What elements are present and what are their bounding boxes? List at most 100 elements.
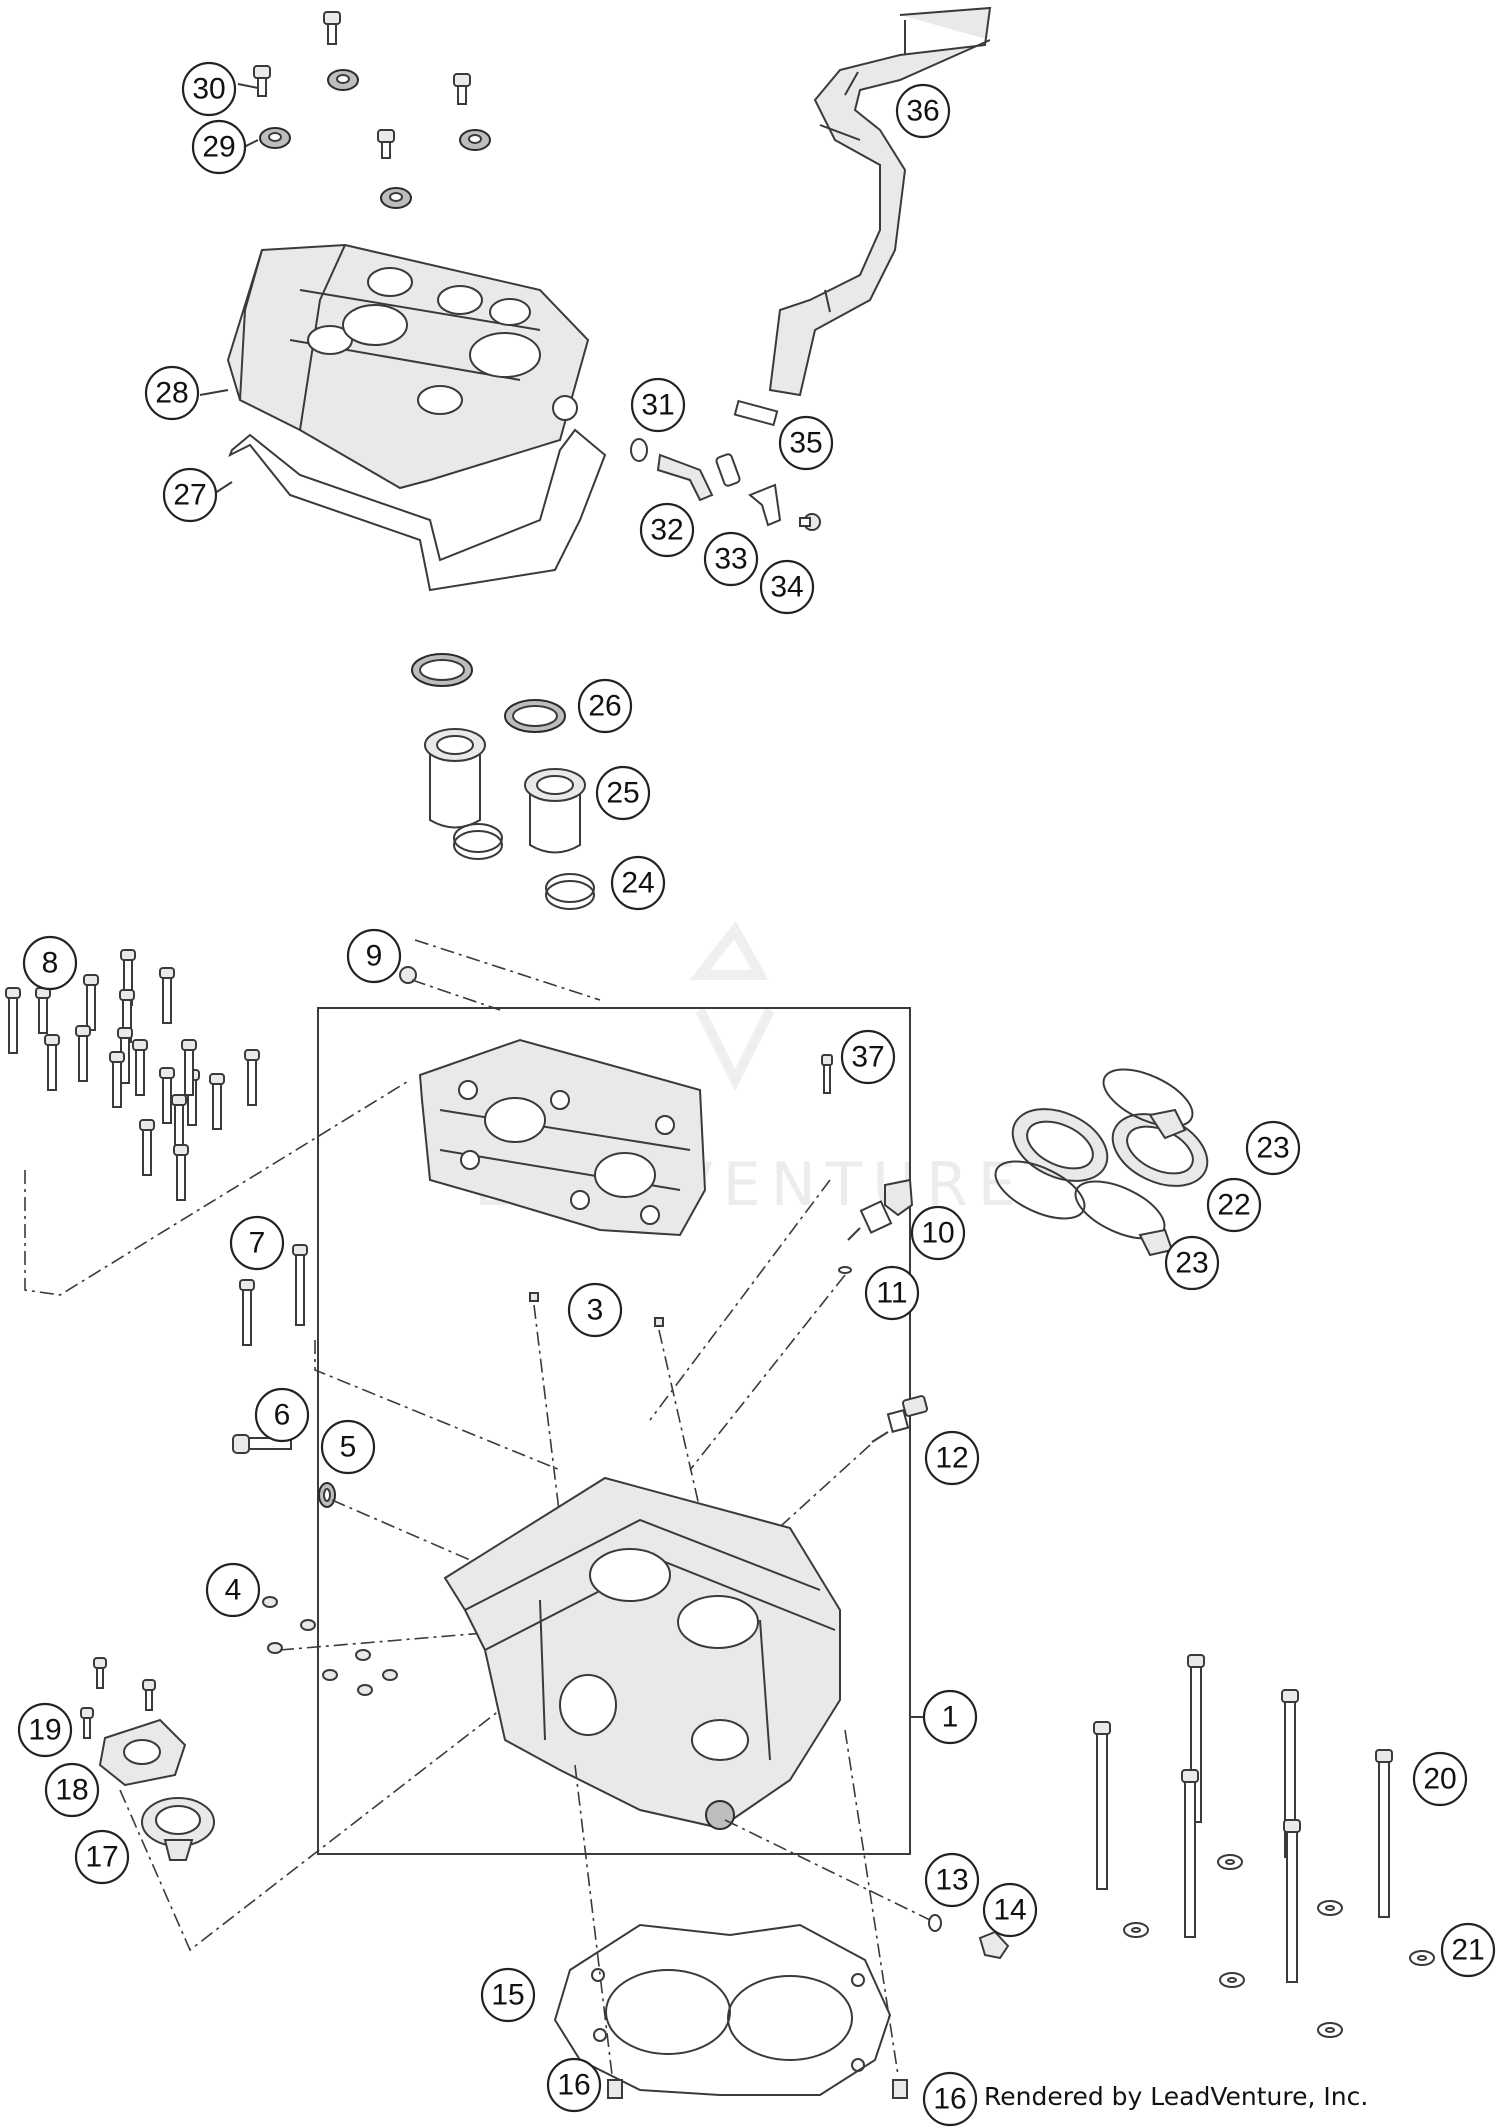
washers-21: [1123, 1854, 1435, 2038]
bolt-leader-lines: [24, 939, 601, 1296]
callout-21[interactable]: 21: [1440, 1922, 1496, 1978]
svg-text:31: 31: [641, 389, 674, 422]
svg-text:30: 30: [192, 73, 225, 106]
svg-text:34: 34: [770, 571, 803, 604]
callout-20[interactable]: 20: [1412, 1751, 1468, 1807]
callout-10[interactable]: 10: [910, 1205, 966, 1261]
svg-text:20: 20: [1423, 1763, 1456, 1796]
callout-24[interactable]: 24: [610, 855, 666, 911]
callout-16-left[interactable]: 16: [546, 2057, 602, 2113]
svg-text:27: 27: [173, 479, 206, 512]
valve-cover-bolts: [253, 11, 471, 159]
callout-29[interactable]: 29: [191, 119, 247, 175]
orings-24: [453, 823, 595, 910]
screw-37: [821, 1054, 833, 1094]
callout-14[interactable]: 14: [982, 1882, 1038, 1938]
svg-text:18: 18: [55, 1774, 88, 1807]
valve-cover-gasket: [228, 428, 607, 592]
callout-35[interactable]: 35: [778, 415, 834, 471]
sensor-12: [871, 1395, 929, 1443]
seal-5-leader: [331, 1499, 471, 1561]
callout-12[interactable]: 12: [924, 1430, 980, 1486]
pin-3: [529, 1292, 701, 1561]
svg-text:36: 36: [906, 95, 939, 128]
callout-4[interactable]: 4: [205, 1562, 261, 1618]
svg-text:5: 5: [340, 1431, 357, 1464]
svg-text:26: 26: [588, 690, 621, 723]
bolt-7-leader: [314, 1340, 561, 1471]
callout-11[interactable]: 11: [864, 1265, 920, 1321]
callout-5[interactable]: 5: [320, 1419, 376, 1475]
seal-ring-5: [318, 1482, 336, 1508]
svg-text:10: 10: [921, 1217, 954, 1250]
callout-15[interactable]: 15: [480, 1967, 536, 2023]
elbow-clamp: [748, 483, 782, 527]
svg-text:17: 17: [85, 1841, 118, 1874]
rendered-by-credit: Rendered by LeadVenture, Inc.: [984, 2082, 1369, 2111]
sensor-10: [847, 1178, 914, 1241]
svg-text:7: 7: [249, 1227, 266, 1260]
hose-clamps: [994, 1068, 1194, 1257]
camshaft-cap-bolts: [5, 949, 260, 1201]
callout-3[interactable]: 3: [567, 1282, 623, 1338]
hose-sleeve-35: [733, 399, 779, 427]
oring-31: [630, 438, 648, 462]
callout-32[interactable]: 32: [639, 502, 695, 558]
callout-19[interactable]: 19: [17, 1702, 73, 1758]
svg-text:16: 16: [557, 2069, 590, 2102]
callout-30[interactable]: 30: [181, 61, 237, 117]
svg-text:23: 23: [1256, 1132, 1289, 1165]
svg-text:25: 25: [606, 777, 639, 810]
callout-34[interactable]: 34: [759, 559, 815, 615]
svg-text:35: 35: [789, 427, 822, 460]
elbow-screw: [799, 513, 821, 531]
plug-9: [399, 966, 501, 1011]
callout-13[interactable]: 13: [924, 1852, 980, 1908]
head-assembly-frame: [317, 1007, 911, 1855]
svg-text:28: 28: [155, 377, 188, 410]
breather-hose: [768, 6, 992, 397]
svg-text:33: 33: [714, 543, 747, 576]
callout-26[interactable]: 26: [577, 678, 633, 734]
callout-16-right[interactable]: 16: [922, 2071, 978, 2127]
svg-text:32: 32: [650, 514, 683, 547]
sensor-leader-lines: [649, 1179, 846, 1471]
thermostat-housing: [98, 1718, 187, 1787]
callout-27[interactable]: 27: [162, 467, 218, 523]
svg-text:3: 3: [587, 1294, 604, 1327]
svg-text:8: 8: [42, 947, 59, 980]
head-bolts-7: [239, 1244, 308, 1346]
thermostat-leader: [119, 1709, 501, 1952]
svg-text:4: 4: [225, 1574, 242, 1607]
callout-18[interactable]: 18: [44, 1762, 100, 1818]
callout-33[interactable]: 33: [703, 531, 759, 587]
callout-1[interactable]: 1: [922, 1689, 978, 1745]
svg-text:19: 19: [28, 1714, 61, 1747]
callout-28[interactable]: 28: [144, 365, 200, 421]
callout-9[interactable]: 9: [346, 928, 402, 984]
svg-text:22: 22: [1217, 1189, 1250, 1222]
callout-25[interactable]: 25: [595, 765, 651, 821]
thermostat-bolts: [80, 1657, 156, 1739]
svg-text:9: 9: [366, 940, 383, 973]
callout-36[interactable]: 36: [895, 83, 951, 139]
callout-23-top[interactable]: 23: [1245, 1120, 1301, 1176]
callout-6[interactable]: 6: [254, 1387, 310, 1443]
callout-22[interactable]: 22: [1206, 1177, 1262, 1233]
callout-7[interactable]: 7: [229, 1215, 285, 1271]
svg-text:21: 21: [1451, 1934, 1484, 1967]
sealing-ring-11: [838, 1266, 852, 1274]
svg-text:11: 11: [876, 1277, 907, 1310]
callout-23-bottom[interactable]: 23: [1164, 1235, 1220, 1291]
svg-text:12: 12: [935, 1442, 968, 1475]
plug-13-14: [724, 1819, 1010, 1960]
callout-8[interactable]: 8: [22, 935, 78, 991]
svg-text:23: 23: [1175, 1247, 1208, 1280]
callout-31[interactable]: 31: [630, 377, 686, 433]
svg-text:37: 37: [851, 1041, 884, 1074]
svg-text:1: 1: [942, 1701, 959, 1734]
intake-flanges: [1011, 1108, 1209, 1187]
callout-17[interactable]: 17: [74, 1829, 130, 1885]
callout-37[interactable]: 37: [840, 1029, 896, 1085]
